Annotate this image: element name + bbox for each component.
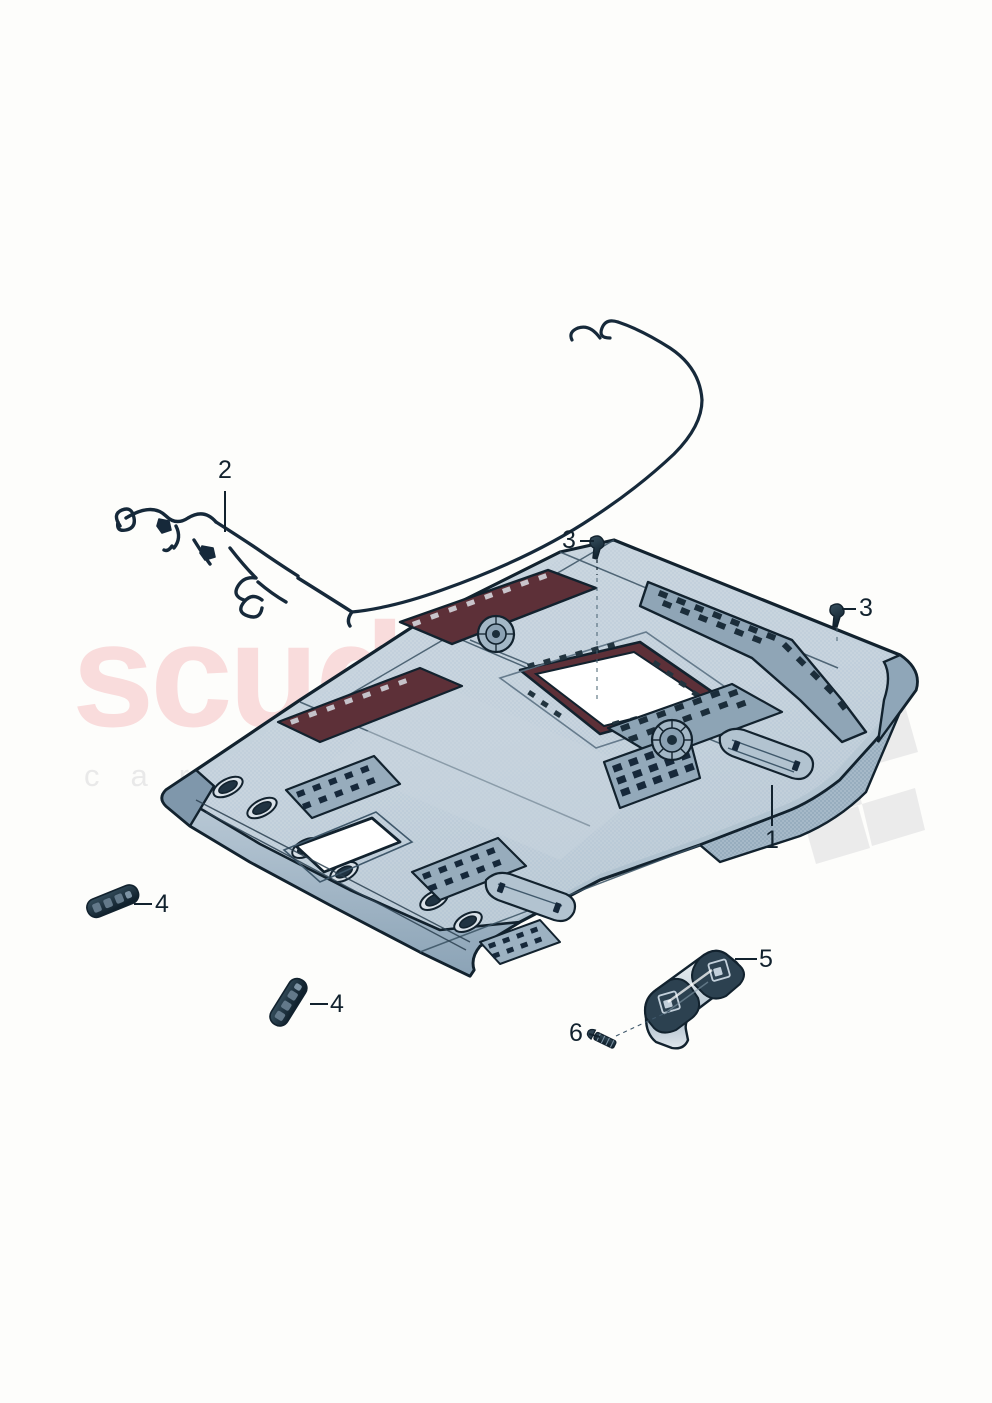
callout-label-3a: 3 [562, 526, 576, 554]
callout-numbers: 1 2 3 3 4 4 5 6 [155, 456, 873, 1047]
edge-slot [212, 775, 244, 799]
rosette-mount-left [476, 614, 516, 654]
callout-leader-lines [134, 491, 856, 1038]
part-grab-handle [643, 949, 745, 1050]
part-expanding-rivet-clip-upper [86, 884, 140, 919]
structural-rib-left [276, 666, 464, 744]
leader-6 [588, 1033, 601, 1038]
part-expanding-rivet-clip-lower [269, 977, 308, 1027]
callout-label-1: 1 [765, 826, 779, 854]
callout-label-6: 6 [569, 1019, 583, 1047]
left-rectangular-cutout [282, 811, 414, 883]
structural-rib-mid-front [398, 568, 598, 646]
part-roof-headliner-panel [160, 538, 919, 978]
structural-rib-rear [638, 580, 868, 744]
edge-slot [246, 796, 278, 820]
rosette-mount-right [650, 718, 694, 762]
callout-label-4b: 4 [330, 990, 344, 1018]
callout-label-3b: 3 [859, 594, 873, 622]
callout-label-4a: 4 [155, 890, 169, 918]
structural-rib-lower-mid [410, 836, 528, 902]
part-retaining-clip-right [829, 603, 845, 646]
part-wiring-harness [114, 319, 704, 628]
grab-handle-recess-right [718, 727, 815, 781]
structural-rib-front-left [284, 754, 402, 820]
structural-rib-bottom-seam [479, 919, 561, 965]
edge-slot [453, 911, 483, 933]
grab-handle-recess-front [484, 871, 577, 923]
callout-label-2: 2 [218, 456, 232, 484]
callout-label-5: 5 [759, 945, 773, 973]
